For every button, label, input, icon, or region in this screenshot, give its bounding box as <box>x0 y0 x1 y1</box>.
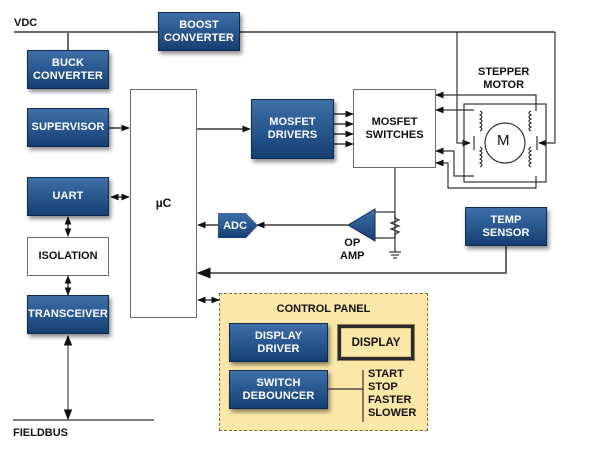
switch-faster[interactable]: FASTER <box>368 394 412 406</box>
vdc-label: VDC <box>14 17 38 29</box>
isolation-block[interactable]: ISOLATION <box>27 237 109 276</box>
uart-block[interactable]: UART <box>27 177 109 216</box>
motor-to-switches-wires <box>435 91 537 189</box>
switch-debouncer-block[interactable]: SWITCH DEBOUNCER <box>229 370 328 409</box>
mosfet-drivers-block[interactable]: MOSFET DRIVERS <box>251 99 334 159</box>
display-block[interactable]: DISPLAY <box>337 324 415 361</box>
supervisor-block[interactable]: SUPERVISOR <box>27 108 109 147</box>
motor-coil-icons <box>473 110 538 168</box>
op-amp-label: OP AMP <box>340 237 365 262</box>
vdc-to-motor-right-wire <box>538 32 556 147</box>
fieldbus-label: FIELDBUS <box>13 427 68 439</box>
mosfet-switches-block[interactable]: MOSFET SWITCHES <box>353 89 436 168</box>
sense-resistor-icon <box>389 215 401 238</box>
motor-circle-icon <box>484 122 526 164</box>
microcontroller-block[interactable]: µC <box>130 89 197 318</box>
drivers-to-switches-wires <box>334 110 354 148</box>
ground-icon <box>389 251 401 259</box>
boost-converter-block[interactable]: BOOST CONVERTER <box>158 12 240 51</box>
switch-start[interactable]: START <box>368 368 404 380</box>
temp-sensor-to-uc-wire <box>196 246 507 279</box>
display-driver-block[interactable]: DISPLAY DRIVER <box>229 323 328 362</box>
transceiver-block[interactable]: TRANSCEIVER <box>27 295 109 334</box>
vdc-to-motor-left-wire <box>456 32 471 147</box>
stepper-motor-housing <box>463 103 547 183</box>
debouncer-switch-wires <box>328 370 364 422</box>
control-panel-title: CONTROL PANEL <box>276 303 371 315</box>
switch-list: START STOP FASTER SLOWER <box>368 368 416 420</box>
switch-slower[interactable]: SLOWER <box>368 407 417 419</box>
motor-symbol-label: M <box>497 132 510 149</box>
stepper-motor-label: STEPPER MOTOR <box>478 66 530 91</box>
buck-converter-block[interactable]: BUCK CONVERTER <box>27 50 109 89</box>
switch-stop[interactable]: STOP <box>368 381 398 393</box>
temp-sensor-block[interactable]: TEMP SENSOR <box>465 207 547 246</box>
op-amp-icon <box>347 208 376 242</box>
